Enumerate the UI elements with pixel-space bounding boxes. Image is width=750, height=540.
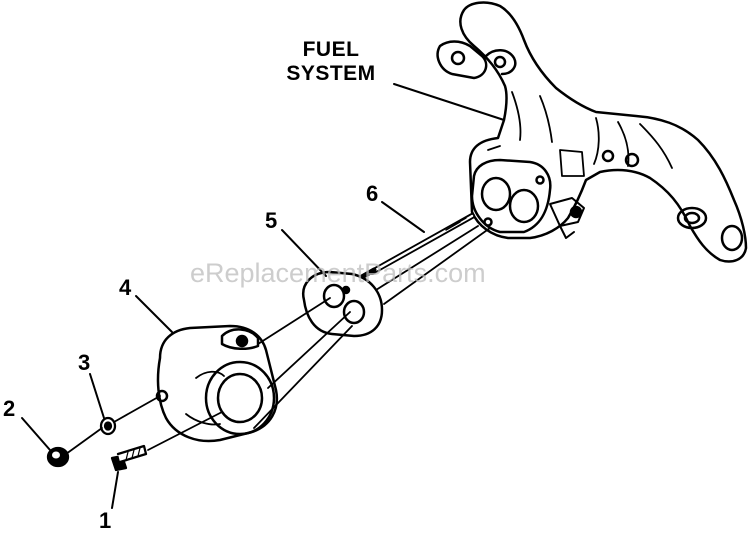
part-4-housing xyxy=(155,324,279,443)
watermark-text: eReplacementParts.com xyxy=(190,258,486,288)
callout-5: 5 xyxy=(265,208,278,233)
part-5-gasket xyxy=(301,270,384,338)
callout-4: 4 xyxy=(119,275,132,300)
fuel-system-manifold xyxy=(436,1,748,263)
part-1-bolt xyxy=(110,444,148,472)
fuel-system-label: FUEL SYSTEM xyxy=(272,38,390,85)
part-3-washer xyxy=(99,416,117,436)
callout-2: 2 xyxy=(3,396,16,421)
part-6-stud xyxy=(357,213,475,281)
fuel-system-label-line2: SYSTEM xyxy=(286,61,376,85)
assembly-axis-lines xyxy=(65,225,491,455)
part-2-nut xyxy=(46,446,70,468)
callout-6: 6 xyxy=(366,181,379,206)
callout-3: 3 xyxy=(78,350,91,375)
leader-lines xyxy=(21,83,505,509)
callout-1: 1 xyxy=(99,508,112,533)
fuel-system-label-line1: FUEL xyxy=(302,38,360,61)
